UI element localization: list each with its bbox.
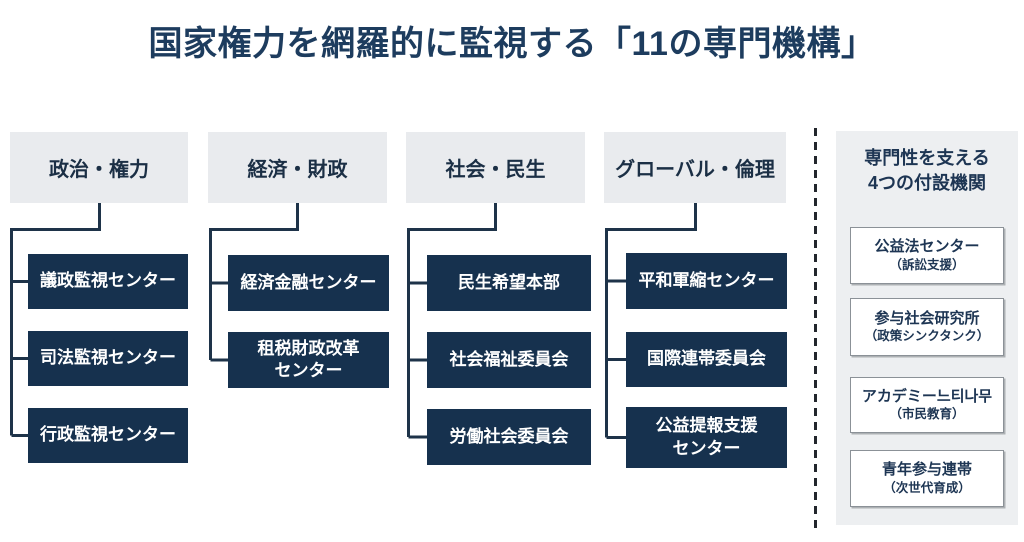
org-box-giseikanshi-center: 議政監視センター: [28, 254, 188, 309]
side-panel-title-line2: 4つの付設機関: [867, 173, 986, 194]
connector-global-ethics: [605, 203, 697, 439]
side-panel-title-line1: 専門性を支える: [864, 148, 990, 168]
org-box-rodoshakai-iinkai: 労働社会委員会: [427, 409, 591, 465]
side-panel-title: 専門性を支える 4つの付設機関: [836, 131, 1018, 196]
affiliate-box-public-interest-law-center: 公益法センター （訴訟支援）: [850, 227, 1004, 284]
side-panel: 専門性を支える 4つの付設機関 公益法センター （訴訟支援） 参与社会研究所 （…: [836, 131, 1018, 525]
affiliate-box-participatory-society-institute: 参与社会研究所 （政策シンクタンク）: [850, 298, 1004, 356]
org-box-kokusairentai-iinkai: 国際連帯委員会: [626, 332, 787, 387]
org-box-heiwagunshuku-center: 平和軍縮センター: [626, 253, 787, 309]
column-header-politics-power: 政治・権力: [10, 132, 188, 203]
affiliate-name: 青年参与連帯: [881, 461, 972, 479]
connector-society-livelihood: [407, 203, 497, 439]
column-header-economy-finance: 経済・財政: [208, 132, 387, 203]
page-title: 国家権力を網羅的に監視する「11の専門機構」: [148, 25, 876, 63]
column-header-global-ethics: グローバル・倫理: [604, 132, 786, 203]
connector-politics-power: [10, 203, 101, 437]
affiliate-box-youth-participation-solidarity: 青年参与連帯 （次世代育成）: [850, 450, 1004, 507]
column-header-society-livelihood: 社会・民生: [406, 132, 585, 203]
affiliate-subtitle: （市民教育）: [889, 407, 965, 422]
org-box-shakaifukushi-iinkai: 社会福祉委員会: [427, 332, 591, 388]
affiliate-subtitle: （次世代育成）: [883, 480, 971, 495]
affiliate-name: 参与社会研究所: [874, 309, 980, 327]
affiliate-subtitle: （政策シンクタンク）: [864, 329, 990, 344]
affiliate-name: 公益法センター: [874, 238, 980, 256]
org-box-shihokanshi-center: 司法監視センター: [28, 331, 188, 386]
org-box-koekiteiho-center: 公益提報支援 センター: [626, 407, 787, 468]
org-box-gyoseikanshi-center: 行政監視センター: [28, 408, 188, 463]
affiliate-subtitle: （訴訟支援）: [889, 257, 965, 272]
org-box-keizaikinyu-center: 経済金融センター: [228, 255, 389, 311]
org-box-sozeizaisei-center: 租税財政改革 センター: [228, 332, 389, 388]
affiliate-name: アカデミー느티나무: [861, 387, 993, 405]
affiliate-box-academy-neutinamu: アカデミー느티나무 （市民教育）: [850, 377, 1004, 433]
org-box-minseikibo-honbu: 民生希望本部: [427, 255, 591, 311]
